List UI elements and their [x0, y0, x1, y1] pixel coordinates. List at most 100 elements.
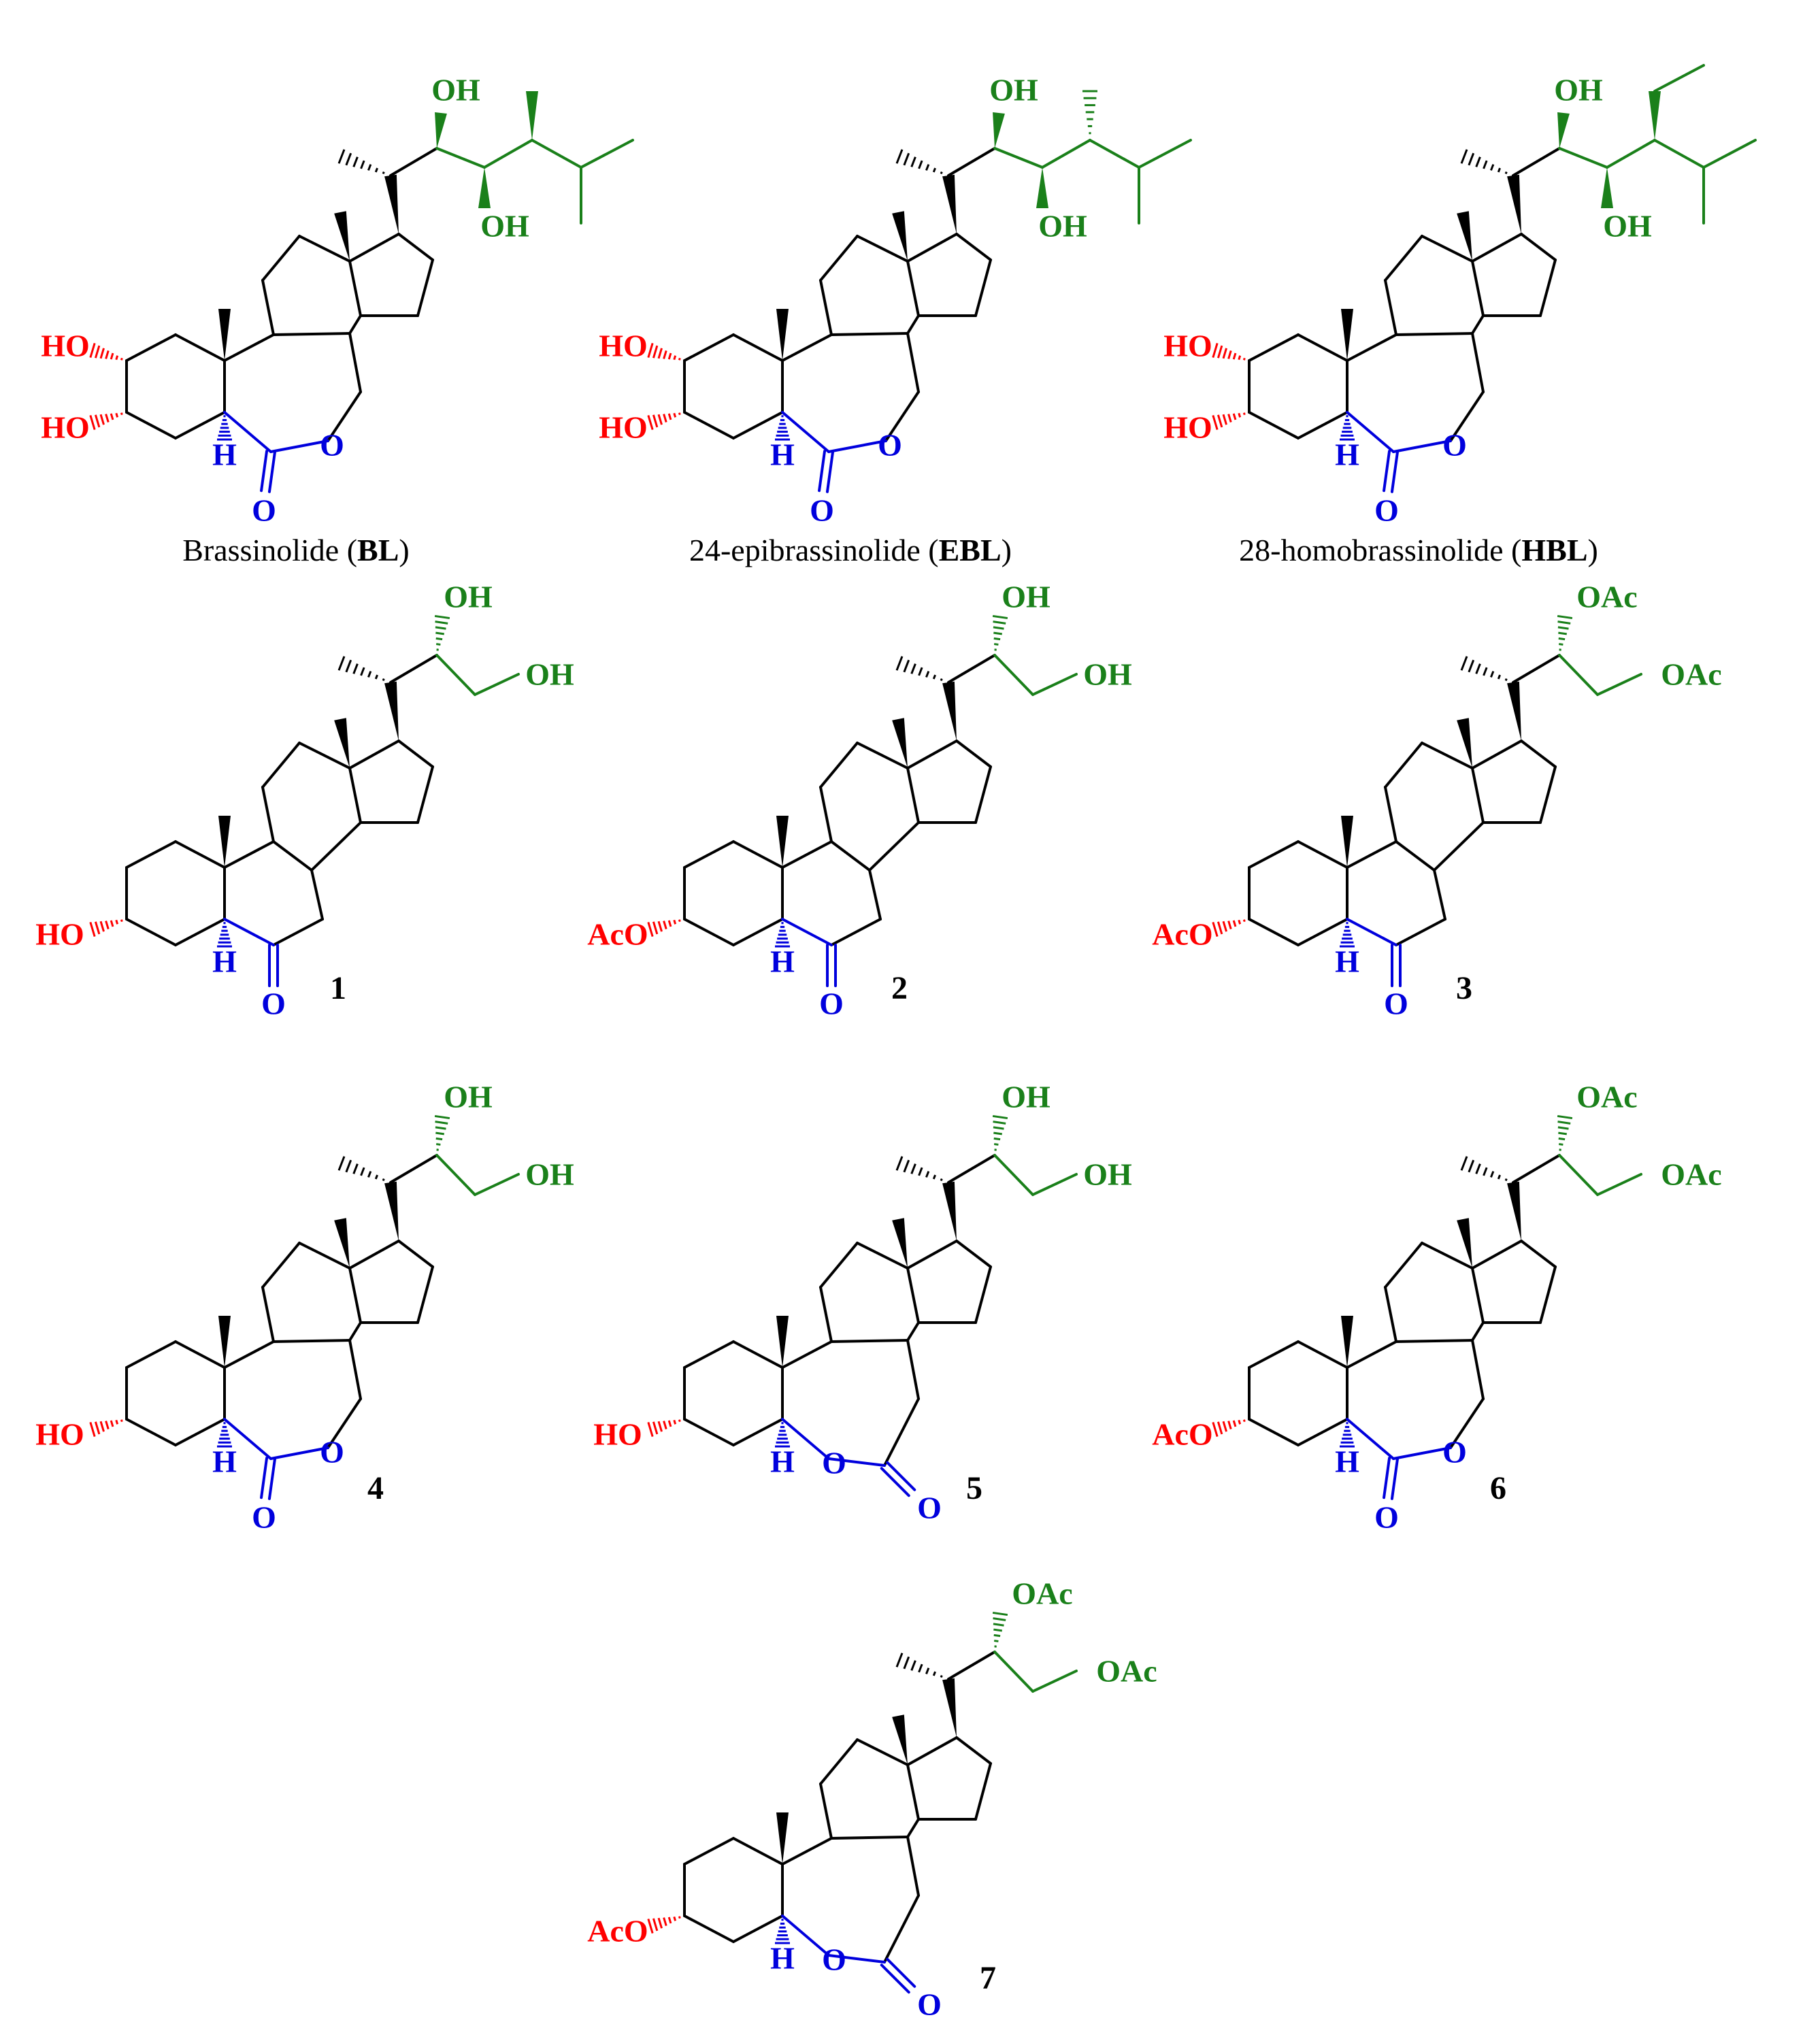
ring-a-bond [1297, 411, 1349, 440]
c17-c20-wedge [942, 1678, 957, 1738]
ring-b-bond [348, 1339, 362, 1400]
ring-c-bond [1384, 235, 1423, 282]
ring-d-bond [397, 740, 434, 768]
ring-a-bond [174, 411, 226, 440]
c5-hydrogen-label: H [1335, 1444, 1359, 1479]
ring-b-bond [1471, 332, 1485, 393]
ring-d-bond [1539, 765, 1557, 824]
ring-b-bond [906, 1836, 920, 1897]
side-chain-bond [435, 147, 486, 169]
ring-b-bond [906, 1339, 920, 1400]
lactone-carbonyl-bond [1383, 450, 1391, 493]
c17-c20-wedge [384, 174, 399, 234]
lactone-carbonyl-bond [880, 1963, 910, 1994]
ring-c-bond [868, 821, 920, 872]
lactone-bond [781, 1915, 830, 1957]
c22-substituent-label: OH [444, 1080, 493, 1114]
side-chain-bond [531, 139, 582, 169]
ring-c-bond [906, 314, 920, 335]
c2-hydroxy-hash [89, 343, 123, 361]
c3-hydroxy-label: HO [1163, 410, 1212, 445]
lactone-ring-oxygen-label: O [320, 1435, 344, 1470]
side-chain-bond [1031, 1670, 1078, 1693]
c29-bond [1653, 64, 1705, 93]
c23-substituent-label: OH [1083, 657, 1132, 692]
c20-c22-bond [389, 1154, 438, 1184]
lactone-bond [827, 1954, 886, 1963]
ring-d-bond [1539, 259, 1557, 317]
c18-methyl-wedge [892, 211, 908, 261]
ring-c-bond [348, 314, 362, 335]
c2-hydroxy-hash [1212, 343, 1246, 361]
c21-methyl-hash [337, 1156, 385, 1182]
c18-methyl-wedge [334, 718, 350, 768]
c2-hydroxy-hash [647, 343, 681, 361]
ring-c-bond [1421, 742, 1474, 769]
ring-a-bond [1297, 840, 1349, 869]
side-chain-bond [1606, 139, 1656, 169]
ring-b-bond [1395, 1339, 1474, 1343]
lactone-carbonyl-bond [260, 450, 269, 493]
c18-methyl-wedge [334, 211, 350, 261]
ring-a-bond [683, 1340, 735, 1369]
c19-methyl-wedge [776, 1812, 789, 1864]
side-chain-bond [435, 654, 476, 696]
c5-hydrogen-hash [775, 922, 790, 948]
lactone-carbonyl-oxygen-label: O [810, 493, 834, 528]
lactone-carbonyl-oxygen-label: O [1374, 1500, 1399, 1535]
ring-c-bond [819, 786, 833, 843]
c18-methyl-wedge [892, 1714, 908, 1765]
lactone-carbonyl-oxygen-label: O [252, 1500, 276, 1535]
ring-a-bond [174, 333, 226, 362]
c2-hydroxy-label: HO [1163, 329, 1212, 363]
caption-brassinolide: Brassinolide (BL) [182, 533, 410, 567]
c23-substituent-label: OAc [1661, 657, 1721, 692]
ring-d-bond [955, 740, 992, 768]
c3-substituent-label: AcO [587, 1914, 648, 1949]
lactone-carbonyl-oxygen-label: O [917, 1491, 942, 1525]
c5-hydrogen-label: H [770, 1444, 795, 1479]
c19-methyl-wedge [1341, 309, 1353, 361]
c5-hydrogen-hash [217, 1422, 232, 1448]
c20-c22-bond [1512, 1154, 1561, 1184]
ring-d-bond [906, 1240, 958, 1270]
c10-c9-bond [781, 333, 833, 362]
c5-hydrogen-hash [1340, 922, 1355, 948]
c23-substituent-label: OH [1083, 1157, 1132, 1192]
c20-c22-bond [389, 147, 438, 177]
side-chain-bond [1089, 139, 1140, 169]
side-chain-bond [474, 1173, 520, 1196]
ring-a-bond [1248, 1418, 1300, 1446]
ring-a-bond [174, 1418, 226, 1446]
c22-substituent-hash [992, 1114, 1008, 1151]
c23-hydroxy-label: OH [1038, 209, 1087, 244]
c22-hydroxy-wedge [993, 112, 1005, 148]
lactone-carbonyl-bond [267, 450, 276, 493]
ring-b-bond [1471, 1339, 1485, 1400]
c3-substituent-label: HO [35, 917, 84, 952]
c18-methyl-wedge [892, 1218, 908, 1268]
side-chain-bond [483, 139, 533, 169]
compound-number-1: 1 [330, 970, 346, 1006]
c22-substituent-label: OAc [1576, 580, 1637, 614]
c5-hydrogen-label: H [212, 1444, 237, 1479]
c17-c20-wedge [384, 681, 399, 741]
ring-d-bond [955, 233, 992, 261]
lactone-carbonyl-oxygen-label: O [1374, 493, 1399, 528]
ring-c-bond [1471, 260, 1485, 317]
lactone-bond [1346, 1418, 1395, 1460]
ring-c-bond [261, 235, 301, 282]
caption-24-epibrassinolide: 24-epibrassinolide (EBL) [689, 533, 1012, 567]
ring-c-bond [856, 1738, 909, 1766]
c3-substituent-label: AcO [1152, 1417, 1212, 1452]
lactone-bond [269, 1446, 329, 1460]
compound-number-7: 7 [980, 1960, 996, 1996]
lactone-ring-oxygen-label: O [822, 1942, 846, 1977]
ring-a-bond [1297, 1418, 1349, 1446]
compound-number-4: 4 [367, 1470, 384, 1506]
lactone-bond [781, 411, 830, 453]
